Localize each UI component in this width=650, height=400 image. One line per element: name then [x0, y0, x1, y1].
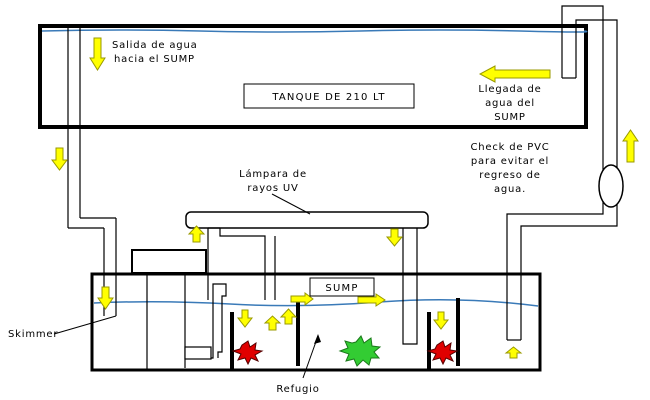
return-pipe: [506, 5, 624, 341]
coral-shape: [426, 340, 459, 366]
lamp-label-line1: Lámpara de: [239, 168, 307, 180]
sump-tank-outline: [90, 272, 542, 372]
coral-shape: [231, 340, 264, 366]
sump-name-label: SUMP: [325, 283, 358, 294]
refugio-pointer-head: [314, 334, 321, 344]
skimmer-pointer: [53, 315, 117, 335]
skimmer: [131, 249, 227, 370]
algae-shape: [338, 335, 382, 367]
check-label-line1: Check de PVC: [470, 142, 549, 153]
arrow-right-icon: [290, 292, 314, 306]
check-label-line2: para evitar el: [471, 156, 549, 167]
arrow-down-icon: [236, 309, 254, 328]
flow-arrows: [51, 37, 639, 359]
lamp-label-line2: rayos UV: [247, 183, 298, 194]
uv-inlet-pipe: [207, 228, 276, 300]
lamp-pointer: [271, 193, 311, 215]
arrow-down-icon: [51, 147, 68, 171]
tank-name-label: TANQUE DE 210 LT: [271, 92, 385, 103]
llegada-label-line3: SUMP: [494, 112, 526, 123]
arrow-left-icon: [478, 65, 551, 83]
arrow-up-icon: [263, 315, 282, 331]
skimmer-pump: [184, 346, 212, 360]
arrow-up-icon: [279, 308, 298, 325]
sump-tank: [90, 272, 542, 372]
arrow-down-icon: [89, 37, 106, 71]
macroalgae: [338, 335, 382, 367]
coral-right: [426, 340, 459, 366]
check-label-line3: regreso de: [479, 170, 540, 181]
arrow-down-icon: [385, 228, 404, 247]
arrow-right-icon: [357, 293, 386, 307]
return-pipe-inner: [520, 19, 618, 340]
arrow-down-icon: [97, 286, 114, 310]
skimmer-label: Skimmer: [8, 329, 58, 340]
return-pipe-outer: [506, 5, 604, 340]
refugium-baffles: [230, 296, 460, 370]
check-valve: [598, 164, 624, 208]
sump-name-box: [309, 277, 375, 297]
refugio-label: Refugio: [276, 384, 319, 395]
coral-left: [231, 340, 264, 366]
arrow-up-icon: [187, 225, 206, 243]
uv-lamp-body: [185, 211, 429, 229]
check-label-line4: agua.: [494, 184, 526, 195]
main-tank-water-line: [41, 29, 588, 33]
arrow-up-icon: [504, 346, 523, 359]
drain-pipe: [67, 28, 117, 316]
main-tank-outline: [38, 24, 588, 129]
skimmer-outlet: [185, 283, 227, 359]
salida-label-line2: hacia el SUMP: [114, 54, 195, 65]
salida-label-line1: Salida de agua: [112, 40, 198, 51]
llegada-label-line2: agua del: [485, 98, 535, 109]
uv-lamp: [185, 193, 429, 345]
llegada-label-line1: Llegada de: [478, 84, 541, 95]
arrow-down-icon: [432, 311, 450, 330]
uv-outlet-pipe: [402, 228, 418, 345]
skimmer-cup: [131, 249, 207, 274]
tank-name-box: [243, 83, 415, 109]
arrow-up-icon: [622, 129, 639, 163]
sump-water-line: [93, 299, 539, 307]
main-tank: [38, 24, 588, 129]
